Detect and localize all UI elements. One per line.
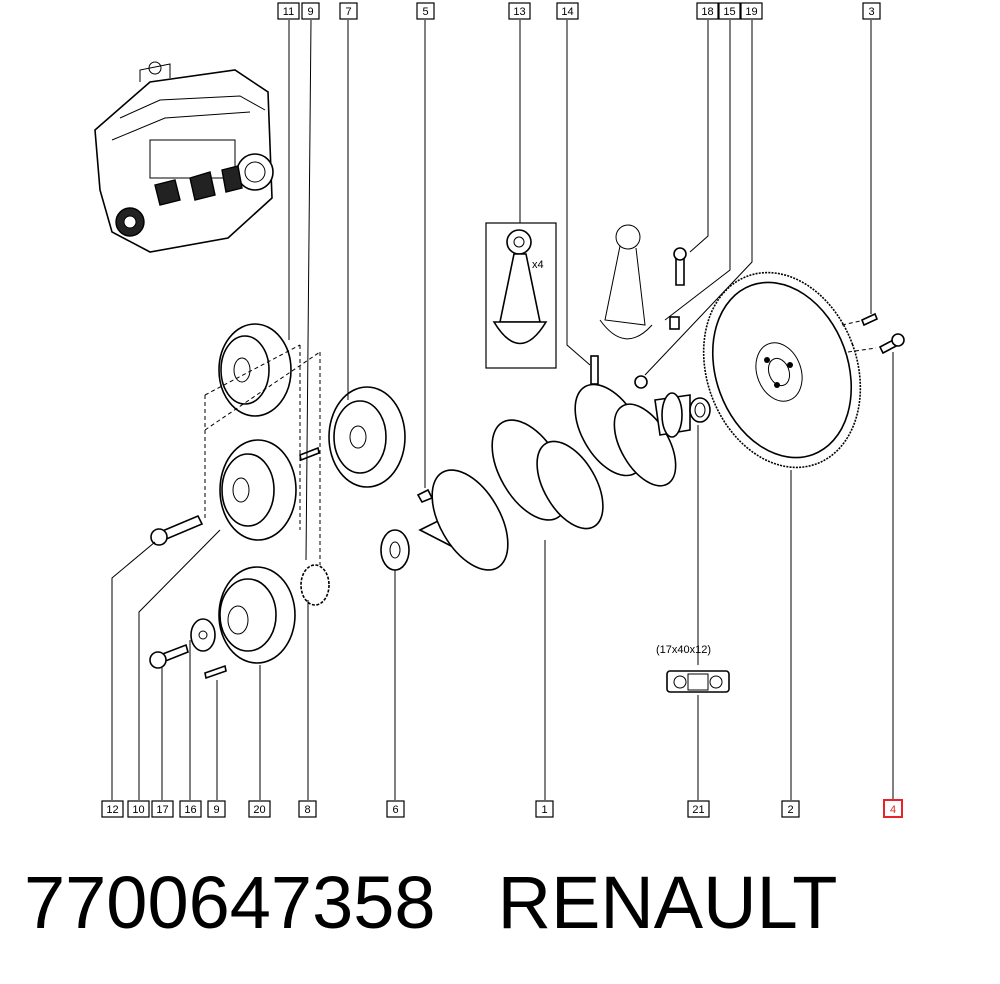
callout-2: 2 bbox=[781, 800, 800, 818]
callout-20: 20 bbox=[248, 800, 271, 818]
svg-text:2: 2 bbox=[787, 804, 793, 816]
callout-11: 11 bbox=[277, 2, 300, 20]
svg-text:10: 10 bbox=[132, 804, 144, 816]
engine-illustration bbox=[94, 61, 274, 253]
callout-7: 7 bbox=[339, 2, 358, 20]
bearing-dimensions-label: (17x40x12) bbox=[656, 644, 711, 656]
callout-18: 18 bbox=[696, 2, 719, 20]
flywheel-bolts bbox=[841, 312, 905, 355]
callout-17: 17 bbox=[151, 800, 174, 818]
bottom-leader-lines bbox=[111, 352, 894, 800]
top-callouts: 11 9 7 5 13 14 18 15 bbox=[277, 2, 881, 20]
svg-text:17: 17 bbox=[156, 804, 168, 816]
inset-multiplier-label: x4 bbox=[532, 259, 544, 271]
svg-text:9: 9 bbox=[213, 804, 219, 816]
svg-text:9: 9 bbox=[307, 6, 313, 18]
brand-name: RENAULT bbox=[497, 861, 838, 944]
callout-19: 19 bbox=[740, 2, 763, 20]
svg-text:7: 7 bbox=[345, 6, 351, 18]
callout-1: 1 bbox=[535, 800, 554, 818]
svg-text:16: 16 bbox=[184, 804, 196, 816]
callout-6: 6 bbox=[386, 800, 405, 818]
svg-text:19: 19 bbox=[745, 6, 757, 18]
bottom-callouts: 12 10 17 16 9 20 8 6 bbox=[101, 799, 903, 818]
callout-21: 21 bbox=[687, 800, 710, 818]
svg-text:20: 20 bbox=[253, 804, 265, 816]
svg-text:13: 13 bbox=[513, 6, 525, 18]
callout-16: 16 bbox=[179, 800, 202, 818]
svg-text:6: 6 bbox=[392, 804, 398, 816]
pulleys bbox=[149, 323, 434, 680]
svg-text:18: 18 bbox=[701, 6, 713, 18]
svg-text:3: 3 bbox=[868, 6, 874, 18]
svg-text:12: 12 bbox=[106, 804, 118, 816]
svg-text:11: 11 bbox=[283, 6, 294, 18]
callout-12: 12 bbox=[101, 800, 124, 818]
connecting-rod-assembly bbox=[590, 224, 687, 389]
callout-5: 5 bbox=[416, 2, 435, 20]
callout-9-top: 9 bbox=[301, 2, 320, 20]
callout-13: 13 bbox=[508, 2, 531, 20]
svg-text:1: 1 bbox=[541, 804, 547, 816]
crankshaft bbox=[418, 383, 691, 571]
svg-text:14: 14 bbox=[561, 6, 573, 18]
callout-8: 8 bbox=[298, 800, 317, 818]
callout-10: 10 bbox=[127, 800, 150, 818]
svg-text:8: 8 bbox=[304, 804, 310, 816]
callout-15: 15 bbox=[718, 2, 741, 20]
part-footer: 7700647358 RENAULT bbox=[24, 858, 837, 948]
part-number: 7700647358 bbox=[24, 861, 436, 944]
callout-3: 3 bbox=[862, 2, 881, 20]
svg-text:4: 4 bbox=[890, 804, 896, 816]
svg-text:21: 21 bbox=[692, 804, 704, 816]
flywheel bbox=[702, 271, 862, 469]
callout-4-highlighted[interactable]: 4 bbox=[883, 799, 903, 818]
callout-9-bottom: 9 bbox=[207, 800, 226, 818]
svg-text:5: 5 bbox=[422, 6, 428, 18]
connecting-rod-inset: x4 bbox=[485, 222, 557, 369]
svg-text:15: 15 bbox=[723, 6, 735, 18]
callout-14: 14 bbox=[556, 2, 579, 20]
top-leader-lines bbox=[288, 19, 872, 561]
pilot-bearing: (17x40x12) bbox=[656, 397, 730, 693]
